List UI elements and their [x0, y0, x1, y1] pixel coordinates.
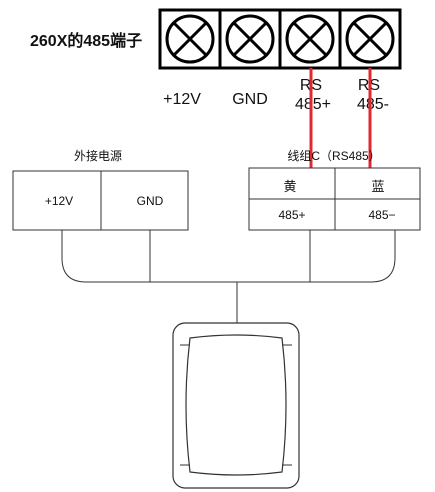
- cable-signal-485-plus: 485+: [278, 208, 305, 222]
- terminal-2: [225, 10, 282, 68]
- cable-color-blue: 蓝: [371, 179, 384, 194]
- terminal-4: [345, 14, 395, 64]
- terminal-label-12v: +12V: [163, 91, 201, 108]
- power-group-title: 外接电源: [74, 148, 122, 163]
- power-cell-gnd: GND: [137, 194, 164, 208]
- terminal-label-gnd: GND: [232, 91, 268, 108]
- cable-group-title: 线组C（RS485）: [287, 149, 380, 163]
- terminal-label-rs485-plus-line2: 485+: [295, 96, 331, 113]
- terminal-screw-icon: [165, 14, 215, 64]
- cable-connector-table: [248, 167, 421, 231]
- terminal-label-rs485-minus-line2: 485-: [357, 96, 389, 113]
- device-icon: [172, 322, 300, 489]
- terminal-screw-icon: [345, 14, 395, 64]
- terminal-screw-icon: [225, 14, 275, 64]
- controller-title: 260X的485端子: [30, 31, 142, 50]
- cable-color-yellow: 黄: [283, 179, 296, 194]
- terminal-block: [158, 8, 402, 70]
- cable-signal-485-minus: 485−: [368, 208, 395, 222]
- terminal-1: [165, 10, 222, 68]
- power-connector-table: [12, 170, 189, 231]
- wire-harness: [61, 230, 396, 330]
- power-cell-12v: +12V: [45, 194, 73, 208]
- terminal-screw-icon: [285, 14, 335, 64]
- terminal-3: [285, 10, 342, 68]
